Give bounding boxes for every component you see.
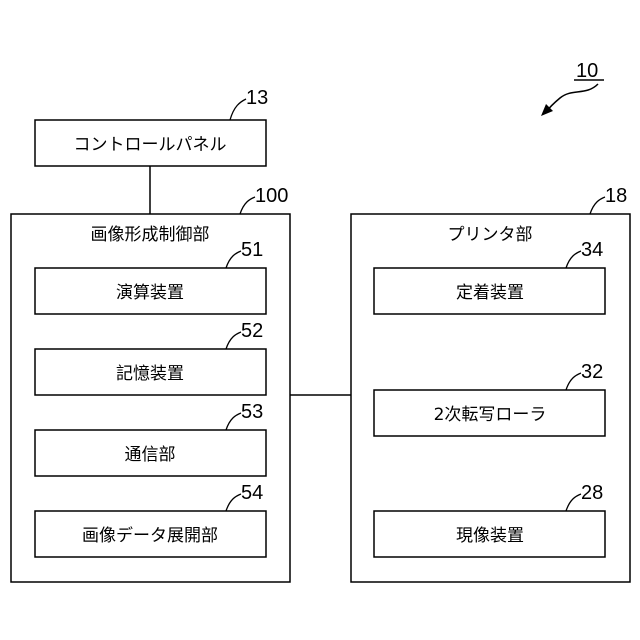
controller-title: 画像形成制御部 <box>91 225 210 245</box>
developing-device-label: 現像装置 <box>456 526 524 546</box>
control-panel-ref: 13 <box>246 87 268 109</box>
compute-unit-ref: 51 <box>241 239 263 261</box>
control-panel-leader <box>230 99 246 120</box>
figure-pointer-line <box>546 84 598 112</box>
printer-leader <box>590 197 605 214</box>
developing-device-ref: 28 <box>581 482 603 504</box>
secondary-transfer-roller-label: 2次転写ローラ <box>434 405 547 425</box>
storage-unit-ref: 52 <box>241 320 263 342</box>
printer-title: プリンタ部 <box>448 225 533 245</box>
communication-unit-label: 通信部 <box>125 445 176 465</box>
storage-unit-label: 記憶装置 <box>116 364 184 384</box>
compute-unit-label: 演算装置 <box>116 283 184 303</box>
control-panel-label: コントロールパネル <box>74 135 227 155</box>
fixing-device-label: 定着装置 <box>456 283 524 303</box>
image-data-expansion-ref: 54 <box>241 482 263 504</box>
controller-leader <box>240 197 255 214</box>
fixing-device-ref: 34 <box>581 239 603 261</box>
printer-ref: 18 <box>605 185 627 207</box>
secondary-transfer-roller-ref: 32 <box>581 361 603 383</box>
communication-unit-ref: 53 <box>241 401 263 423</box>
image-data-expansion-label: 画像データ展開部 <box>82 525 218 546</box>
controller-ref: 100 <box>255 185 288 207</box>
figure-number: 10 <box>576 60 598 82</box>
